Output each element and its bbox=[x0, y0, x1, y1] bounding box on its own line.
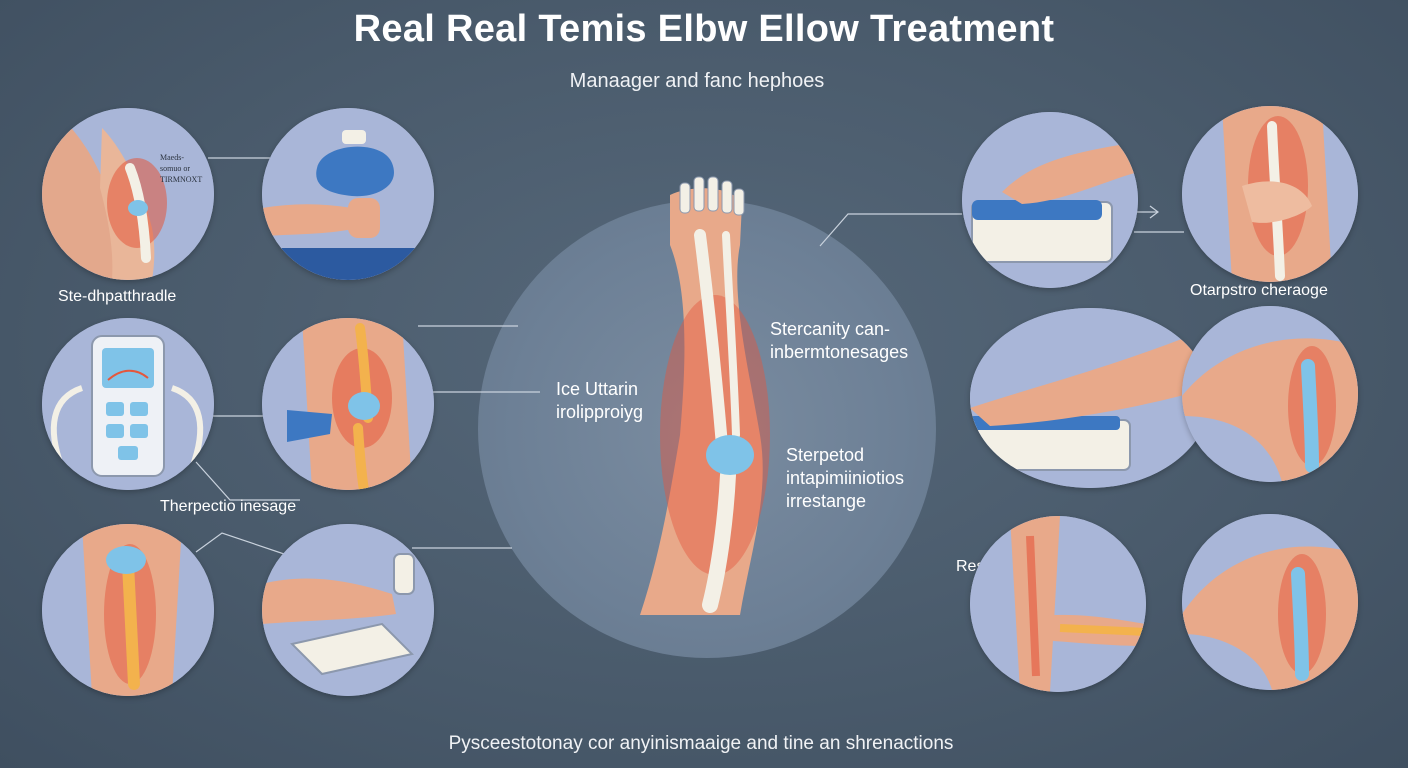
tens-device-icon bbox=[42, 318, 214, 490]
massage-device-right-icon bbox=[962, 112, 1138, 288]
arm-stretch-right-circle bbox=[1182, 514, 1358, 690]
forearm-bone-icon bbox=[42, 524, 214, 696]
center-right-bottom-label: Sterpetod intapimiiniotios irrestange bbox=[786, 445, 905, 511]
device-treatment-circle bbox=[962, 112, 1138, 288]
page-title: Real Real Temis Elbw Ellow Treatment bbox=[353, 8, 1055, 50]
upper-arm-circle bbox=[1182, 306, 1358, 482]
arm-on-device-circle bbox=[970, 308, 1210, 488]
right-top-label: Otarpstro cheraoge bbox=[1190, 282, 1328, 299]
elbow-inflammation-icon bbox=[42, 108, 214, 280]
forearm-massage-icon bbox=[970, 308, 1210, 488]
elbow-inflammation-circle bbox=[42, 108, 214, 280]
footer-caption: Pysceestotonay cor anyinismaaige and tin… bbox=[448, 733, 954, 754]
arm-stretch-icon bbox=[970, 516, 1146, 692]
arm-stretch-left-circle bbox=[970, 516, 1146, 692]
page-subtitle: Manaager and fanc hephoes bbox=[569, 70, 825, 92]
center-left-label: Ice Uttarin irolipproiyg bbox=[556, 379, 644, 422]
elbow-hand-icon bbox=[1182, 106, 1358, 282]
tens-device-circle bbox=[42, 318, 214, 490]
massage-device-icon bbox=[262, 524, 434, 696]
left-top-label: Ste-dhpatthradle bbox=[58, 288, 177, 305]
massage-device-circle bbox=[262, 524, 434, 696]
arm-skeleton-icon bbox=[640, 176, 770, 615]
elbow-hand-circle bbox=[1182, 106, 1358, 282]
forearm-cartilage-circle bbox=[42, 524, 214, 696]
ice-pack-circle bbox=[262, 108, 434, 280]
left-middle-label: Therpectio inesage bbox=[160, 498, 297, 515]
arm-flex-icon bbox=[1182, 514, 1358, 690]
tiny-note: Maeds- somuo or TIRMNOXT bbox=[160, 153, 203, 184]
ice-pack-icon bbox=[262, 108, 434, 280]
upper-arm-icon bbox=[1182, 306, 1358, 482]
elbow-ultrasound-circle bbox=[262, 318, 434, 490]
ultrasound-probe-icon bbox=[262, 318, 434, 490]
center-right-top-label: Stercanity can- inbermtonesages bbox=[770, 319, 909, 362]
